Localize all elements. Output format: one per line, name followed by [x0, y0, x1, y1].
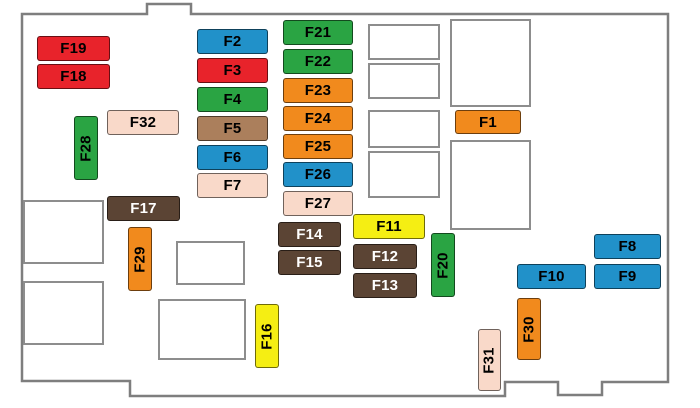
fuse-label: F29 — [131, 245, 149, 273]
fuse-label: F30 — [520, 315, 538, 343]
fuse-f24: F24 — [283, 106, 353, 131]
fuse-f21: F21 — [283, 20, 353, 45]
fuse-f5: F5 — [197, 116, 268, 141]
empty-slot-3 — [368, 110, 440, 148]
empty-slot-8 — [23, 281, 104, 345]
fuse-label: F21 — [304, 24, 332, 41]
fuse-f3: F3 — [197, 58, 268, 83]
fuse-label: F13 — [371, 277, 399, 294]
fuse-f31: F31 — [478, 329, 501, 391]
fuse-label: F22 — [304, 53, 332, 70]
fuse-f7: F7 — [197, 173, 268, 198]
fuse-f6: F6 — [197, 145, 268, 170]
fuse-f26: F26 — [283, 162, 353, 187]
fuse-label: F24 — [304, 110, 332, 127]
fuse-f22: F22 — [283, 49, 353, 74]
fuse-label: F26 — [304, 166, 332, 183]
fuse-f10: F10 — [517, 264, 586, 289]
fuse-label: F7 — [223, 177, 242, 194]
fuse-label: F10 — [538, 268, 565, 285]
fuse-label: F8 — [618, 238, 637, 255]
empty-slot-1 — [368, 24, 440, 60]
fuse-f9: F9 — [594, 264, 661, 289]
fuse-f15: F15 — [278, 250, 341, 275]
fuse-label: F20 — [434, 251, 452, 279]
fuse-f20: F20 — [431, 233, 455, 297]
empty-slot-7 — [23, 200, 104, 264]
fuse-label: F5 — [223, 120, 242, 137]
fuse-f1: F1 — [455, 110, 521, 134]
fuse-f19: F19 — [37, 36, 110, 61]
fuse-label: F15 — [296, 254, 323, 271]
fuse-label: F25 — [304, 138, 332, 155]
fuse-f18: F18 — [37, 64, 110, 89]
fuse-label: F17 — [130, 200, 157, 217]
fuse-label: F1 — [479, 113, 497, 131]
fuse-label: F23 — [304, 82, 332, 99]
fuse-label: F9 — [618, 268, 637, 285]
fuse-f28: F28 — [74, 116, 98, 180]
fuse-label: F27 — [304, 195, 332, 212]
fuse-f23: F23 — [283, 78, 353, 103]
fuse-label: F14 — [296, 226, 323, 243]
fuse-f27: F27 — [283, 191, 353, 216]
fuse-f12: F12 — [353, 244, 417, 269]
fuse-f32: F32 — [107, 110, 179, 135]
fuse-label: F18 — [60, 68, 87, 85]
fuse-label: F3 — [223, 62, 242, 79]
empty-slot-4 — [368, 151, 440, 198]
fuse-f11: F11 — [353, 214, 425, 239]
fuse-label: F19 — [60, 40, 87, 57]
fuse-f29: F29 — [128, 227, 152, 291]
fuse-label: F2 — [223, 33, 242, 50]
empty-slot-5 — [450, 19, 531, 107]
fuse-f8: F8 — [594, 234, 661, 259]
fuse-f13: F13 — [353, 273, 417, 298]
fuse-f30: F30 — [517, 298, 541, 360]
fuse-f4: F4 — [197, 87, 268, 112]
fuse-label: F4 — [223, 91, 242, 108]
fuse-label: F16 — [258, 322, 276, 350]
fuse-f25: F25 — [283, 134, 353, 159]
fuse-f16: F16 — [255, 304, 279, 368]
empty-slot-10 — [158, 299, 246, 360]
fuse-label: F31 — [481, 346, 499, 374]
fuse-label: F12 — [371, 248, 399, 265]
fuse-f17: F17 — [107, 196, 180, 221]
empty-slot-6 — [450, 140, 531, 230]
fuse-label: F11 — [376, 218, 402, 235]
fuse-label: F32 — [129, 114, 157, 131]
fuse-label: F6 — [223, 149, 242, 166]
empty-slot-9 — [176, 241, 245, 285]
fuse-label: F28 — [77, 134, 95, 162]
fuse-f2: F2 — [197, 29, 268, 54]
fuse-f14: F14 — [278, 222, 341, 247]
empty-slot-2 — [368, 63, 440, 99]
